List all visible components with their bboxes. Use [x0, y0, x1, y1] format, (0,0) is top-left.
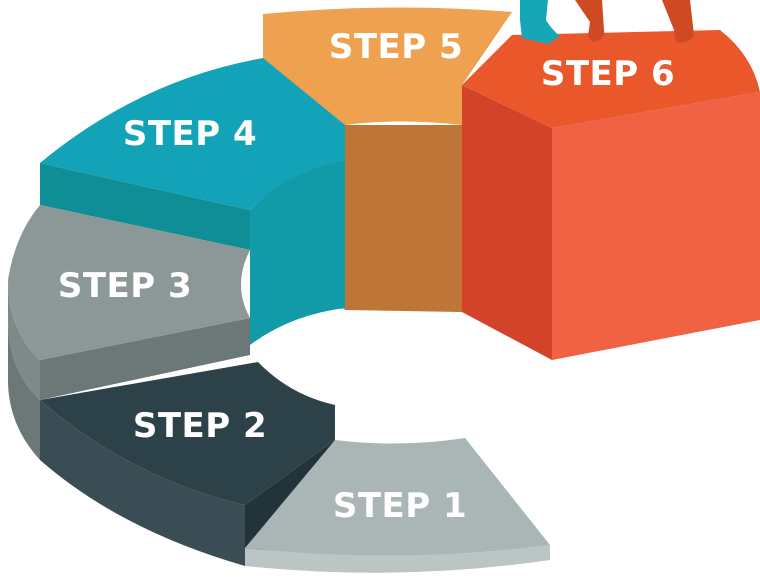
step-2-label: STEP 2: [133, 406, 267, 446]
step-5-front-face: [345, 125, 462, 312]
step-5-label: STEP 5: [329, 27, 463, 67]
step-6-label: STEP 6: [541, 54, 675, 94]
person-shirt-icon: [520, 0, 560, 44]
step-1-label: STEP 1: [333, 486, 467, 526]
step-6-block: STEP 6: [462, 30, 760, 360]
step-4-label: STEP 4: [123, 114, 257, 154]
step-6-front-face: [552, 92, 760, 360]
step-6-inner-face: [462, 85, 552, 360]
step-3-label: STEP 3: [58, 266, 192, 306]
